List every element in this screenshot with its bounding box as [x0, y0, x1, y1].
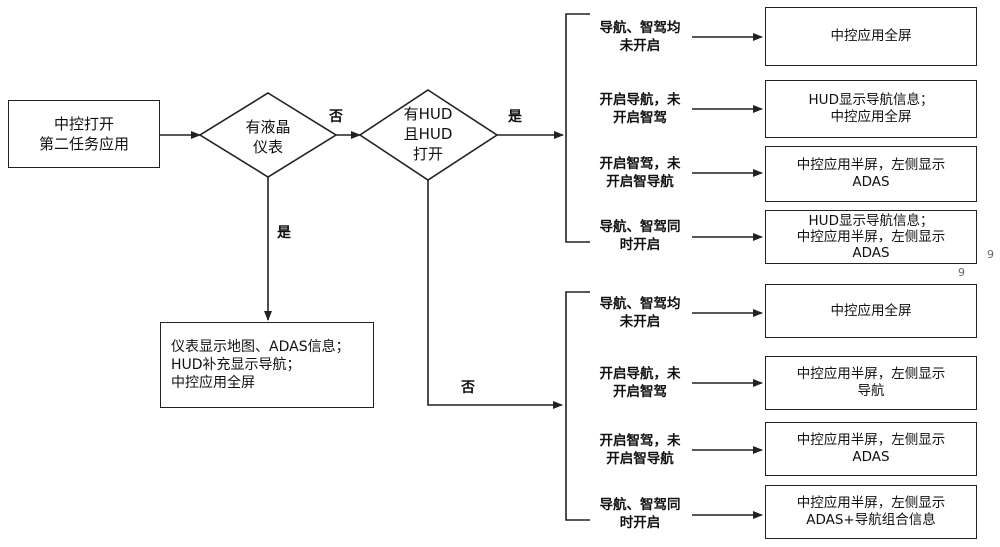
label-no-hud: 否 — [461, 377, 475, 397]
bottom-condition-3: 开启智驾，未 开启智导航 — [588, 432, 692, 468]
bottom-condition-1: 导航、智驾均 未开启 — [588, 295, 692, 331]
top-condition-1: 导航、智驾均 未开启 — [588, 19, 692, 55]
bottom-result-3: 中控应用半屏，左侧显示 ADAS — [765, 422, 977, 476]
bottom-result-1: 中控应用全屏 — [765, 284, 977, 338]
stray-mark-1: 9 — [987, 248, 994, 261]
top-condition-4: 导航、智驾同 时开启 — [588, 218, 692, 254]
top-bracket — [566, 14, 590, 242]
label-yes-hud: 是 — [508, 106, 522, 126]
decision-lcd-label: 有液晶 仪表 — [218, 117, 318, 157]
arrow-hud-no — [428, 180, 562, 405]
top-condition-3: 开启智驾，未 开启智导航 — [588, 155, 692, 191]
top-result-2: HUD显示导航信息； 中控应用全屏 — [765, 80, 977, 138]
top-result-4: HUD显示导航信息； 中控应用半屏，左侧显示 ADAS — [765, 210, 977, 264]
bottom-condition-2: 开启导航，未 开启智驾 — [588, 365, 692, 401]
label-no-lcd: 否 — [329, 106, 343, 126]
bottom-result-2: 中控应用半屏，左侧显示 导航 — [765, 356, 977, 410]
bottom-result-4: 中控应用半屏，左侧显示 ADAS+导航组合信息 — [765, 485, 977, 539]
top-result-1: 中控应用全屏 — [765, 7, 977, 66]
decision-hud-label: 有HUD 且HUD 打开 — [378, 104, 478, 164]
top-condition-2: 开启导航，未 开启智驾 — [588, 91, 692, 127]
start-box: 中控打开 第二任务应用 — [8, 100, 160, 168]
lcd-result-box: 仪表显示地图、ADAS信息； HUD补充显示导航； 中控应用全屏 — [160, 322, 374, 408]
stray-mark-2: 9 — [958, 266, 965, 279]
bottom-condition-4: 导航、智驾同 时开启 — [588, 496, 692, 532]
top-result-3: 中控应用半屏，左侧显示 ADAS — [765, 146, 977, 202]
bottom-bracket — [566, 292, 590, 520]
label-yes-lcd: 是 — [277, 222, 291, 242]
